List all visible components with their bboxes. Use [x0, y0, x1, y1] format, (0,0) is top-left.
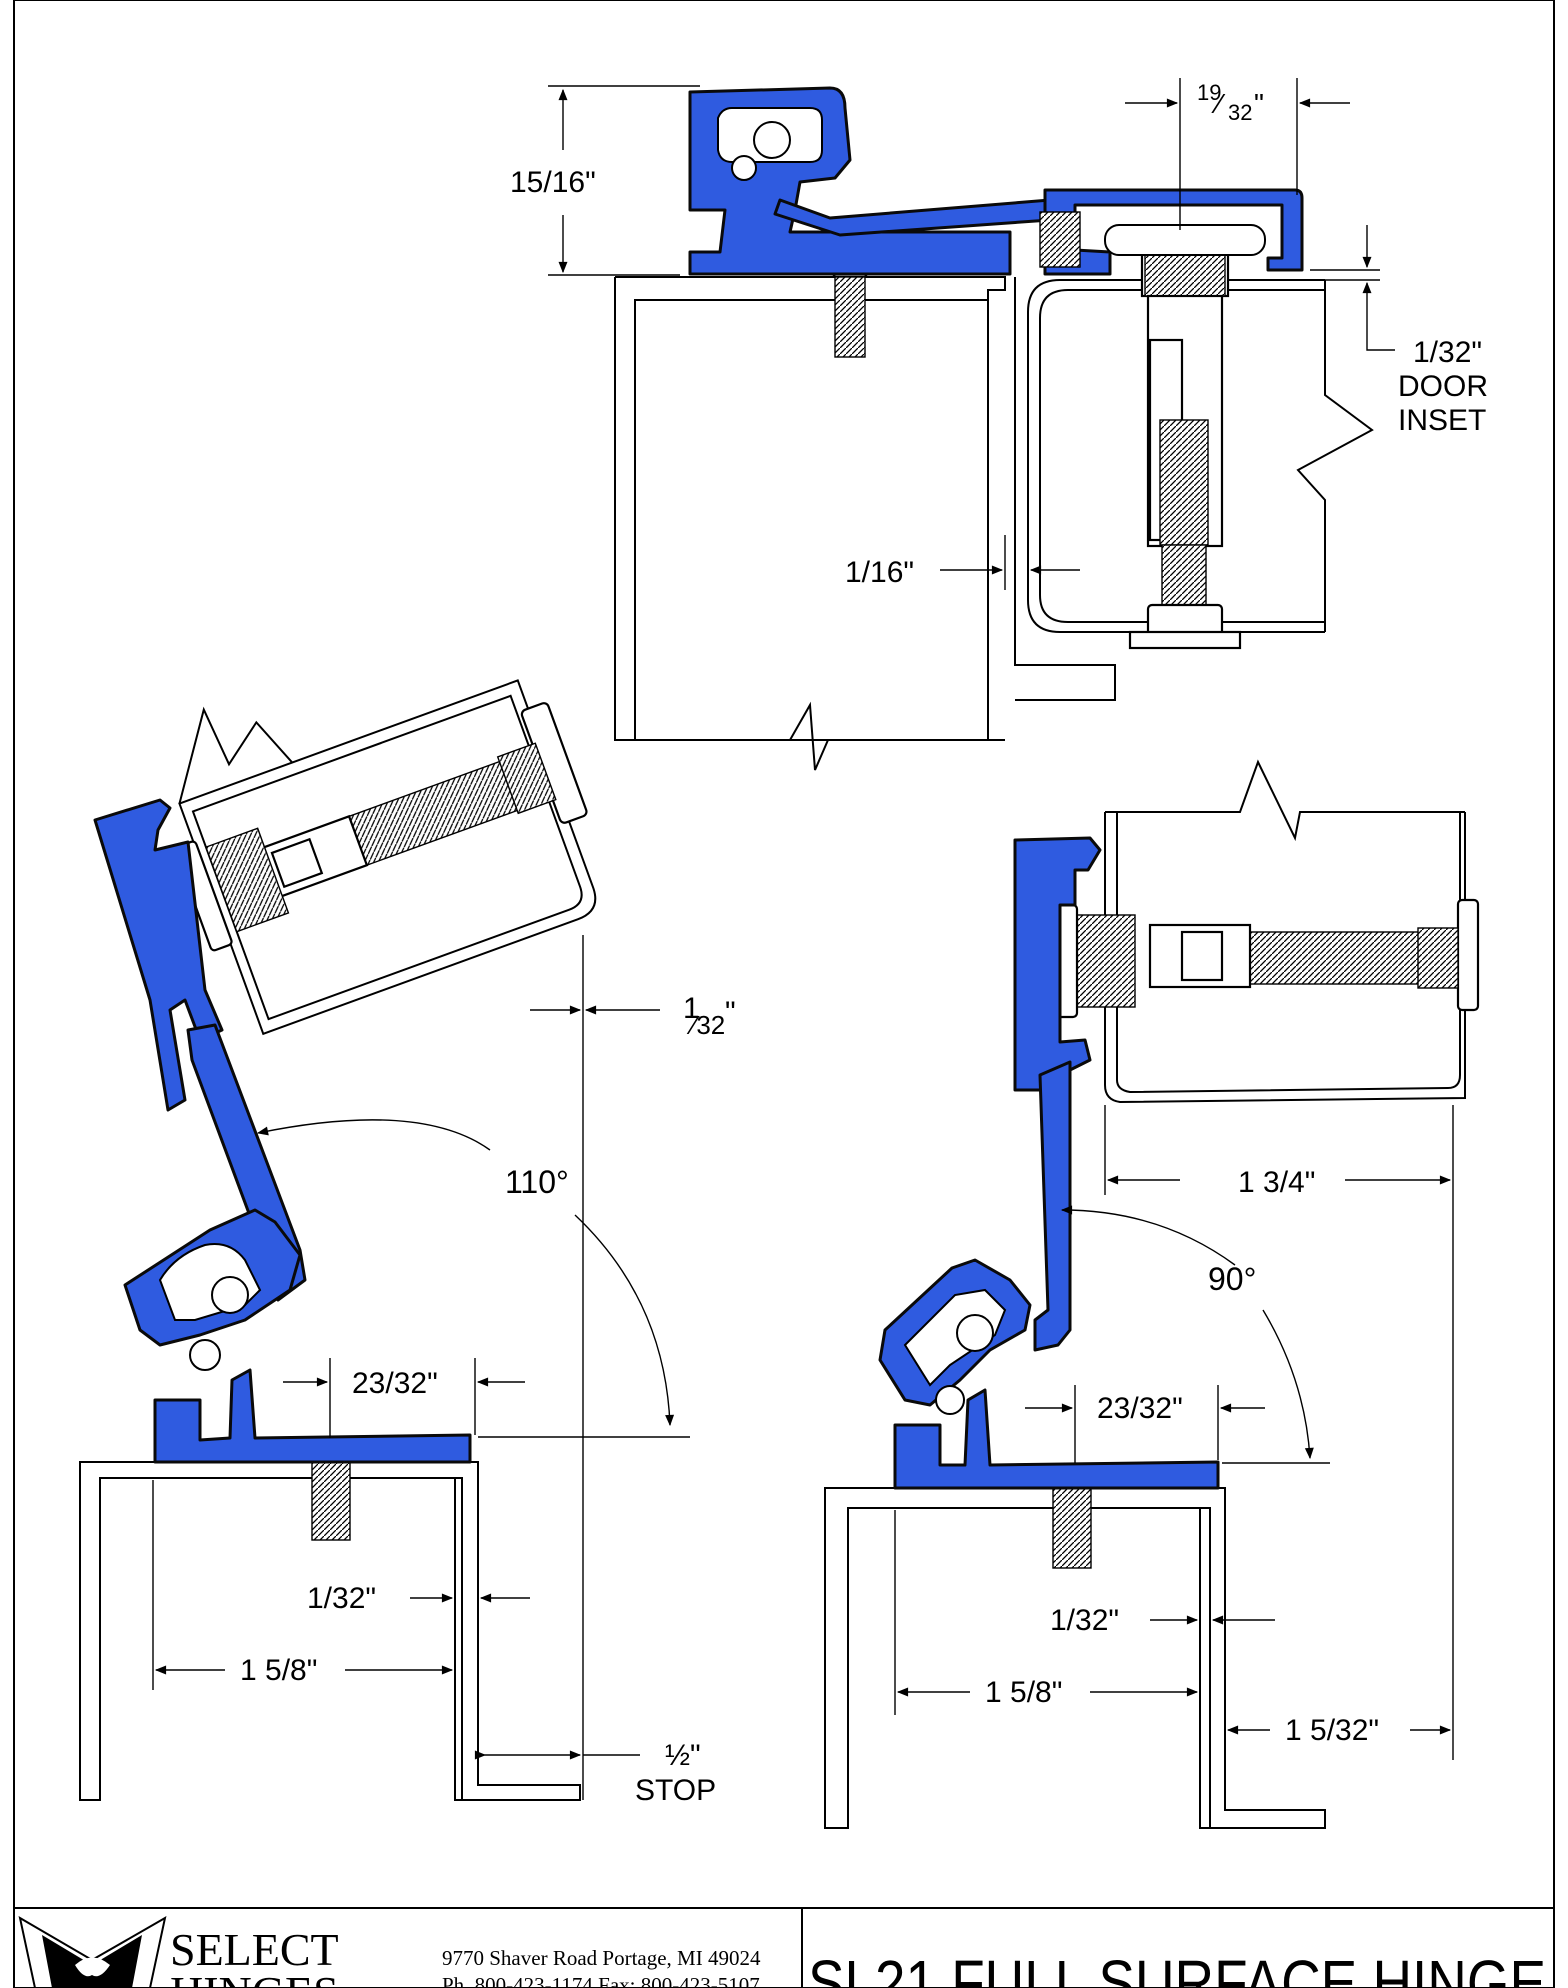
top-inset-dim: 1/32" [1413, 336, 1482, 369]
sheet-border [13, 0, 1555, 1988]
left-stop-label: STOP [635, 1774, 716, 1807]
company-address: 9770 Shaver Road Portage, MI 49024 [442, 1946, 761, 1970]
left-frame-width-dim: 1 5/8" [240, 1654, 317, 1687]
right-hinge-frame-leaf [893, 1388, 1220, 1490]
left-stop-frac: ½" [665, 1739, 701, 1772]
right-door-depth-dim: 1 3/4" [1238, 1166, 1315, 1199]
right-view-assembly [824, 759, 1480, 1829]
right-hinge-arm [1033, 1060, 1072, 1352]
top-inset-label-2: INSET [1398, 404, 1486, 437]
left-clearance-unit: " [725, 996, 736, 1029]
right-door [1053, 759, 1480, 1104]
top-door-break [1296, 280, 1374, 632]
top-frame-stop [1014, 277, 1116, 701]
left-hinge-door-leaf [93, 798, 224, 1112]
title-block: SELECT HINGES 9770 Shaver Road Portage, … [14, 1907, 1554, 1988]
left-clearance-num: 1 [683, 992, 700, 1025]
drawing-title: SL21 FULL SURFACE HINGE [808, 1947, 1546, 1988]
left-frame [79, 1461, 581, 1801]
right-hinge-offset-dim: 23/32" [1097, 1392, 1183, 1425]
left-hinge-frame-leaf [153, 1368, 472, 1464]
top-view-assembly [614, 86, 1374, 771]
right-offset-dim: 1 5/32" [1285, 1714, 1379, 1747]
top-view-dimensions: 15/16" 19 ⁄ 32 " 1/32" DOOR INSET 1/16" [510, 78, 1488, 590]
company-name-line2: HINGES [170, 1967, 339, 1988]
top-frame [614, 276, 1006, 741]
left-reveal-dim: 1/32" [307, 1582, 376, 1615]
right-frame-width-dim: 1 5/8" [985, 1676, 1062, 1709]
top-hinge-arm [773, 198, 1077, 237]
left-view-dimensions: 1 ⁄32 " 110° 23/32" 1/32" 1 5/8" ½" STOP [152, 935, 736, 1807]
top-width-num: 19 [1197, 80, 1221, 105]
top-door [1027, 279, 1325, 633]
right-reveal-dim: 1/32" [1050, 1604, 1119, 1637]
left-view-assembly [79, 679, 597, 1801]
top-frame-break [789, 701, 829, 771]
left-angle-dim: 110° [505, 1164, 569, 1200]
right-frame [824, 1487, 1326, 1829]
left-door [174, 679, 597, 1036]
right-angle-dim: 90° [1208, 1261, 1256, 1297]
company-phone: Ph. 800-423-1174 Fax: 800-423-5107 [442, 1973, 760, 1988]
top-height-dim: 15/16" [510, 166, 596, 199]
top-gap-dim: 1/16" [845, 556, 914, 589]
top-width-unit: " [1254, 88, 1264, 119]
left-clearance-frac: ⁄32 [686, 1010, 725, 1040]
company-name-line1: SELECT [170, 1924, 339, 1975]
right-view-dimensions: 1 3/4" 90° 23/32" 1/32" 1 5/8" 1 5/32" [894, 1105, 1454, 1760]
left-hinge-offset-dim: 23/32" [352, 1367, 438, 1400]
select-hinges-crest-icon [18, 1915, 167, 1988]
top-width-den: 32 [1228, 100, 1252, 125]
top-inset-label-1: DOOR [1398, 370, 1488, 403]
